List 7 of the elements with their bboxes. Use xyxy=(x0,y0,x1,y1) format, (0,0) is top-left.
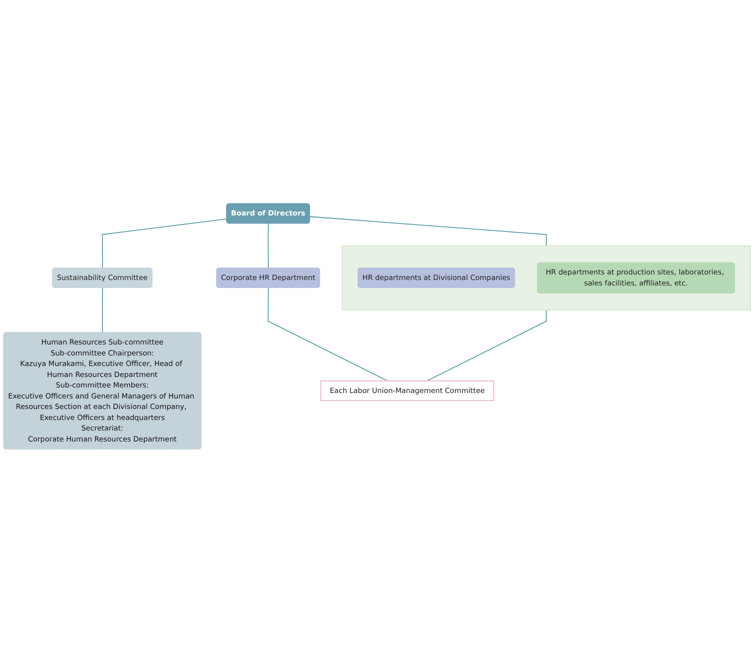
connector xyxy=(268,287,388,381)
connector xyxy=(102,287,103,333)
connector xyxy=(268,222,269,268)
cluster xyxy=(342,244,751,310)
connector xyxy=(102,218,228,268)
connector xyxy=(426,309,547,381)
connector xyxy=(309,216,547,246)
